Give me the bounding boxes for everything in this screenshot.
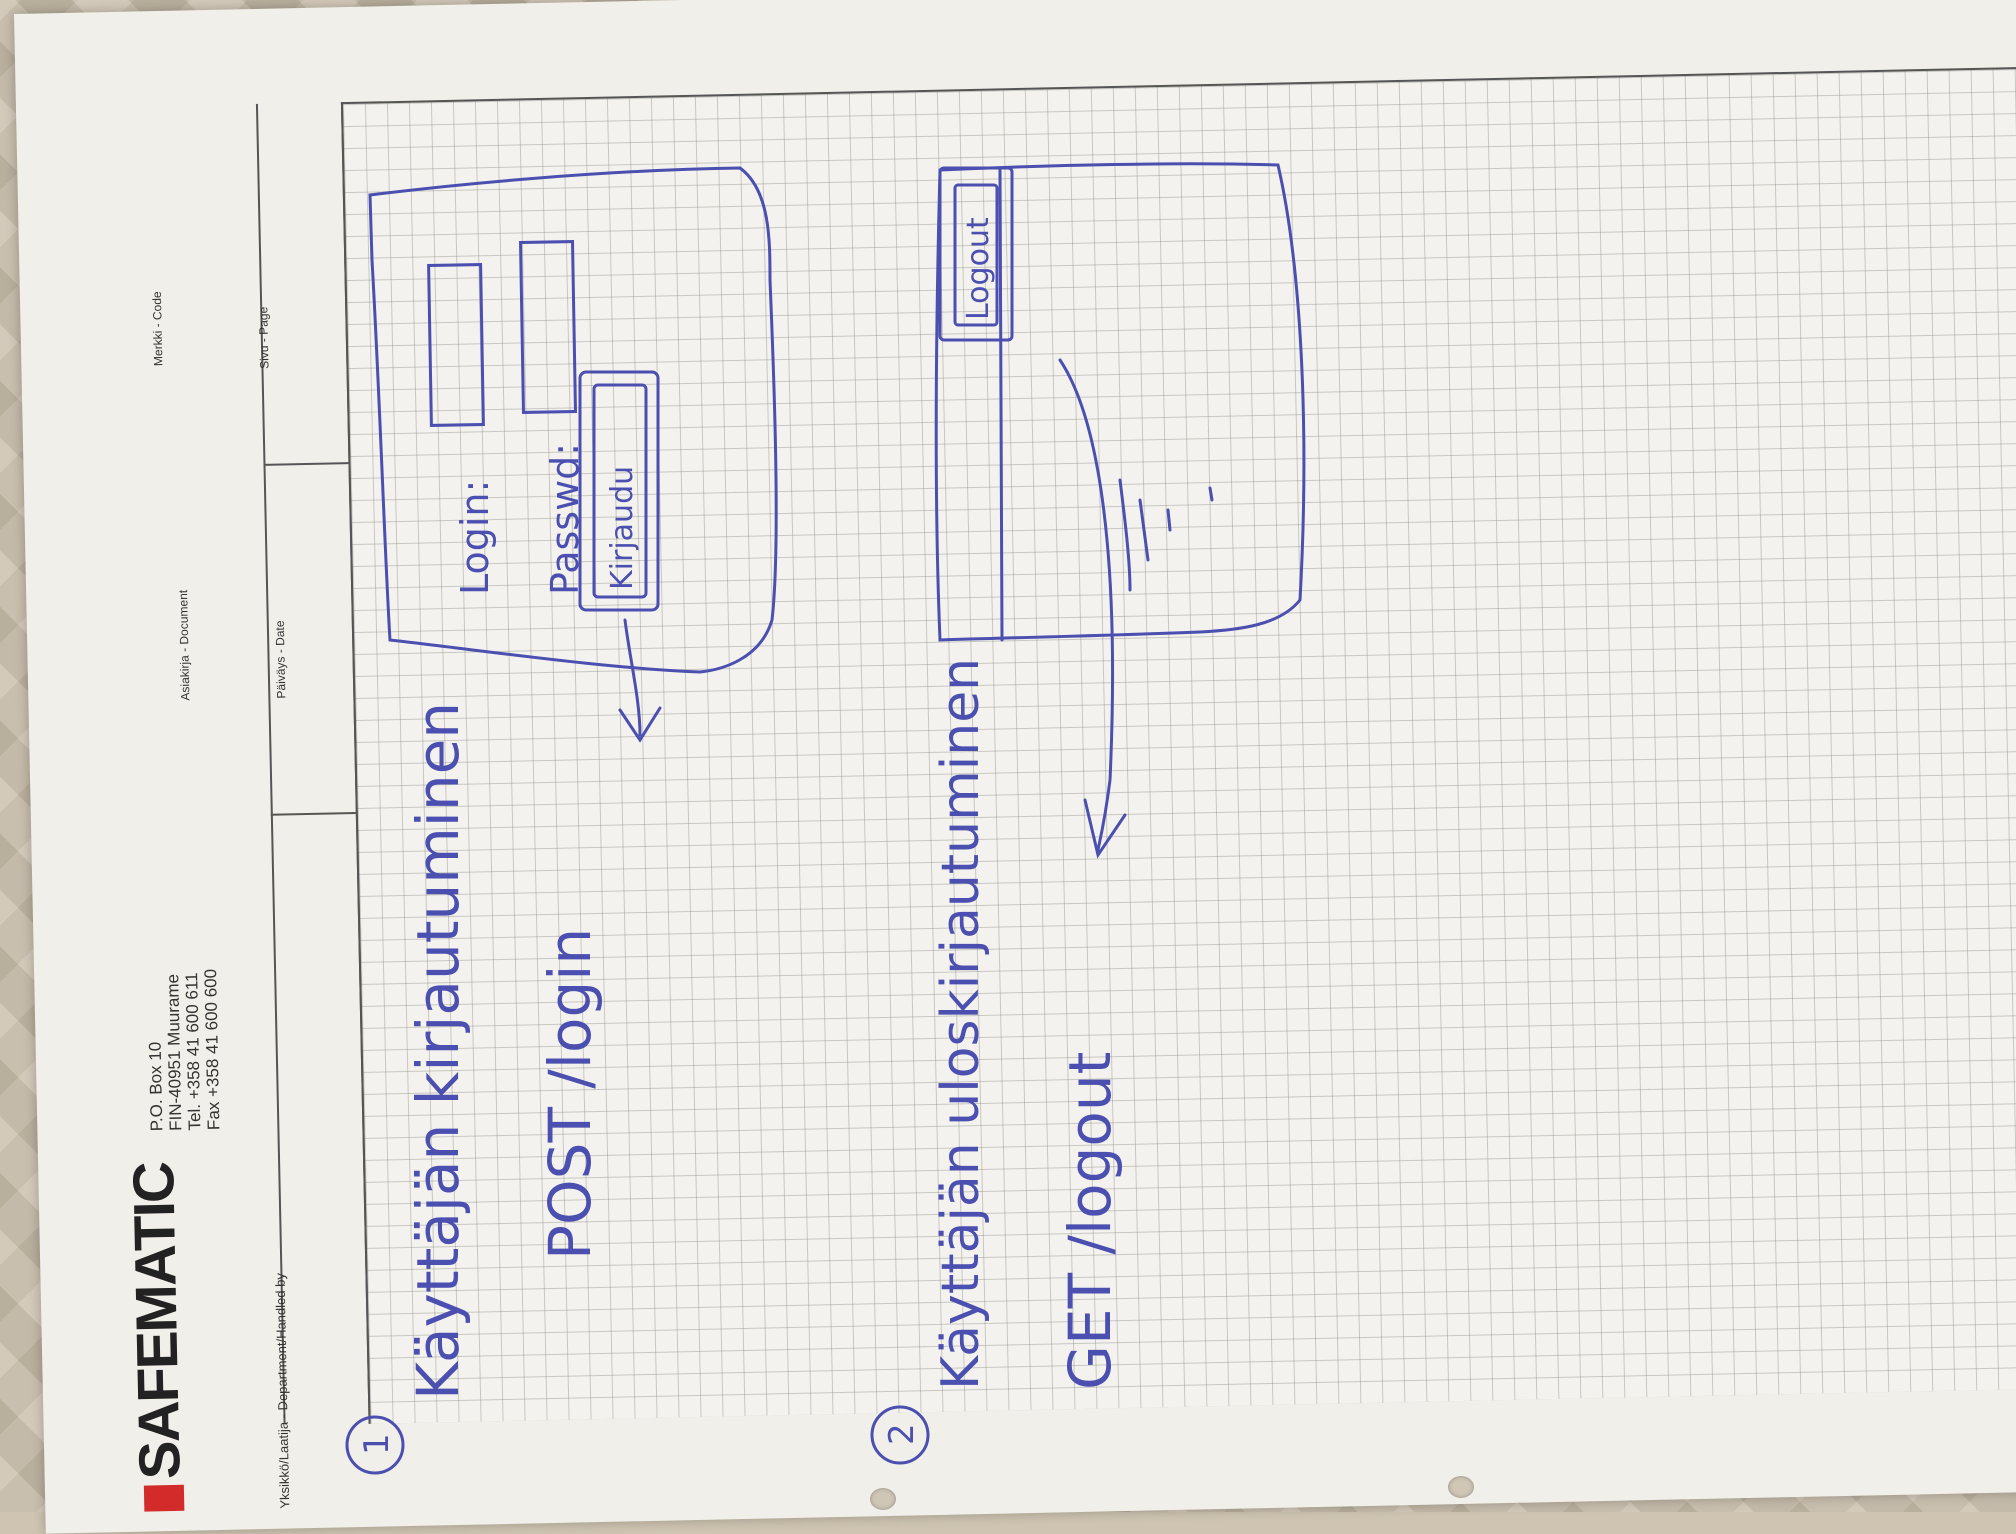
login-window-frame: [368, 166, 778, 674]
section2-route: GET /logout: [1056, 1052, 1124, 1390]
logout-arrow: [1058, 358, 1115, 852]
login-arrow: [623, 618, 642, 737]
logout-arrow-head: [1083, 798, 1127, 859]
kirjaudu-button-outer: [578, 370, 660, 612]
kirjaudu-button-inner: [592, 383, 648, 599]
section2-title: Käyttäjän uloskirjautuminen: [931, 658, 991, 1390]
content-line: [1208, 486, 1214, 502]
content-line: [1118, 478, 1132, 592]
logout-button-outer: [938, 166, 1014, 342]
logout-header-bar: [998, 168, 1004, 642]
logout-button-label: Logout: [961, 217, 996, 320]
kirjaudu-button-label: Kirjaudu: [605, 466, 640, 590]
punch-hole: [1448, 1476, 1474, 1498]
section2-number-circle: [870, 1405, 930, 1465]
password-label: Passwd:: [543, 443, 587, 595]
password-input-box: [518, 240, 578, 414]
section1-route: POST /login: [536, 928, 604, 1260]
section1-title: Käyttäjän kirjautuminen: [404, 702, 472, 1400]
section1-number-circle: [345, 1415, 405, 1475]
punch-hole: [870, 1488, 896, 1510]
logout-window-frame: [934, 162, 1306, 642]
logout-button-inner: [953, 183, 999, 327]
login-input-box: [427, 263, 485, 427]
section2-number: 2: [882, 1423, 922, 1445]
login-arrow-head: [618, 706, 662, 743]
content-line: [1166, 508, 1172, 532]
section1-number: 1: [357, 1433, 397, 1455]
login-label: Login:: [453, 480, 497, 595]
content-line: [1138, 498, 1150, 562]
